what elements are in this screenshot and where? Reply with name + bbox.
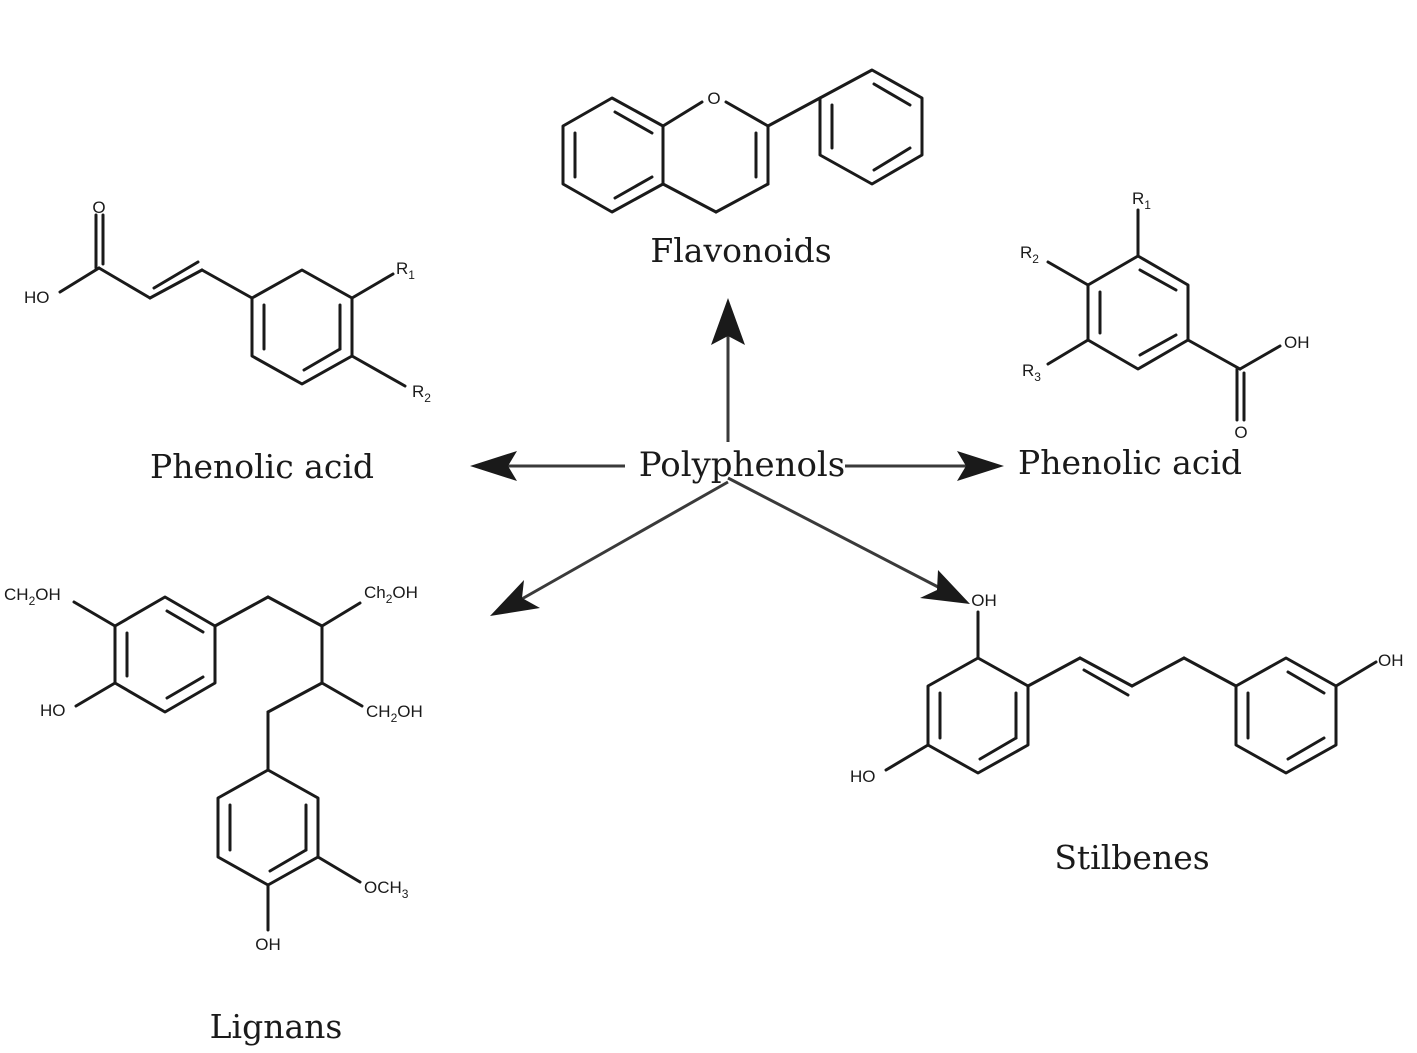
flavonoids-label: Flavonoids (650, 231, 831, 270)
lig-ch2oh-top: Ch2OH (364, 583, 418, 606)
arrowhead-phenolic-acid-right (957, 451, 1004, 481)
flavonoid-o-atom: O (707, 89, 720, 108)
arrow-to-lignans (519, 480, 729, 602)
lig-och3: OCH3 (364, 878, 409, 901)
lignan-structure: CH2OH HO Ch2OH CH2OH OCH3 OH (4, 583, 423, 954)
arrows (470, 298, 1004, 616)
pal-r2-atom: R2 (412, 382, 431, 405)
stil-oh-right: OH (1378, 651, 1404, 670)
phenolic-acid-left-structure: O HO R1 R2 (24, 198, 431, 405)
par-r2-atom: R2 (1020, 243, 1039, 266)
flavonoid-structure: O (561, 68, 924, 214)
stil-ho-left: HO (850, 767, 876, 786)
stil-oh-top: OH (971, 591, 997, 610)
par-o-atom: O (1234, 423, 1247, 442)
par-r1-atom: R1 (1132, 189, 1151, 212)
arrowhead-phenolic-acid-left (470, 451, 517, 481)
lig-ch2oh-left: CH2OH (4, 585, 61, 608)
center-label: Polyphenols (639, 445, 846, 485)
phenolic-acid-left-label: Phenolic acid (150, 447, 374, 486)
par-oh-atom: OH (1284, 333, 1310, 352)
arrow-to-stilbenes (727, 476, 941, 590)
arrowhead-lignans (490, 580, 540, 616)
pal-ho-atom: HO (24, 288, 50, 307)
par-r3-atom: R3 (1022, 361, 1041, 384)
lig-ch2oh-mid: CH2OH (366, 702, 423, 725)
arrowhead-stilbenes (920, 570, 970, 604)
phenolic-acid-right-structure: R1 R2 R3 OH O (1020, 189, 1310, 442)
lignans-label: Lignans (210, 1007, 343, 1046)
pal-o-atom: O (92, 198, 105, 217)
phenolic-acid-right-label: Phenolic acid (1018, 443, 1242, 482)
stilbene-structure: OH HO OH (850, 591, 1404, 786)
stilbenes-label: Stilbenes (1054, 838, 1209, 877)
arrowhead-flavonoids (711, 298, 745, 345)
pal-r1-atom: R1 (396, 259, 415, 282)
lig-oh-bottom: OH (255, 935, 281, 954)
lig-ho-upper: HO (40, 701, 66, 720)
